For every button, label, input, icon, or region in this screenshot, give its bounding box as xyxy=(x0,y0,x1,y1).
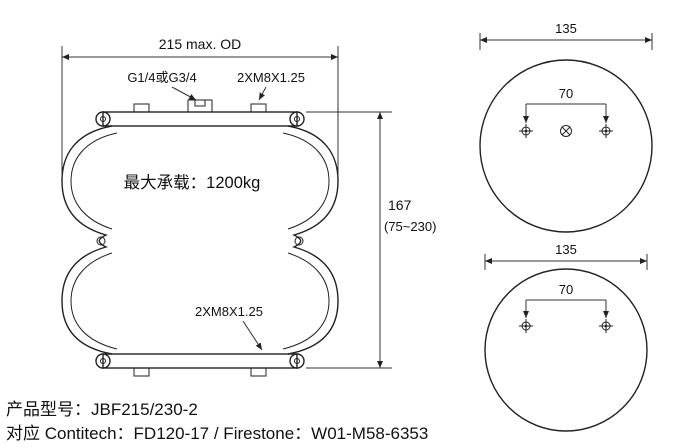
height-dimension-label: 167 xyxy=(388,197,412,213)
girdle-ring-right xyxy=(294,236,304,246)
top-bolt-callout: 2XM8X1.25 xyxy=(237,70,305,101)
bolt-spacing-label: 70 xyxy=(559,86,573,101)
center-mark-circle xyxy=(560,125,572,137)
girdle-ring-left xyxy=(96,236,106,246)
bottom-plate-body xyxy=(102,353,298,369)
diameter-label: 135 xyxy=(555,242,577,257)
bolt-spacing-label: 70 xyxy=(559,282,573,297)
bellows-inner-right-lower xyxy=(282,252,330,350)
bolt-spacing-dimension: 70 xyxy=(523,86,609,123)
bottom-plate-right-bead xyxy=(289,353,305,369)
top-plate xyxy=(95,99,305,127)
od-dimension: 215 max. OD xyxy=(61,36,339,174)
leader-arrow xyxy=(242,320,263,351)
bolt-hole-left xyxy=(519,319,533,333)
bottom-bolt-stud xyxy=(250,367,267,377)
top-bolt-stud xyxy=(250,103,267,113)
bottom-bolt-label: 2XM8X1.25 xyxy=(195,304,263,319)
center-port-mark xyxy=(560,125,572,137)
bellows-inner-right-upper xyxy=(282,132,330,230)
air-port-notch xyxy=(194,100,206,107)
load-capacity-label: 最大承载：1200kg xyxy=(124,173,261,192)
center-mark-cross xyxy=(561,126,571,136)
bottom-bolt-callout: 2XM8X1.25 xyxy=(195,304,263,351)
bellows-inner-left-lower xyxy=(70,252,118,350)
bolt-hole-right xyxy=(599,319,613,333)
od-dimension-label: 215 max. OD xyxy=(159,36,241,52)
cross-reference-text: 对应 Contitech：FD120-17 / Firestone：W01-M5… xyxy=(6,424,428,443)
bolt-hole-left xyxy=(519,124,533,138)
leader-arrow xyxy=(171,86,197,101)
bolt-hole-center-dot xyxy=(604,129,608,133)
bellows-outer-left xyxy=(61,125,113,355)
plate-outline-circle xyxy=(479,59,653,233)
top-view-lower: 135 70 xyxy=(484,242,648,432)
top-plate-left-bead-core xyxy=(100,116,106,122)
footer: 产品型号：JBF215/230-2 对应 Contitech：FD120-17 … xyxy=(6,400,428,443)
diameter-dimension: 135 xyxy=(479,21,653,50)
top-plate-right-bead-core xyxy=(294,116,300,122)
top-plate-body xyxy=(102,111,298,127)
top-bolt-stud xyxy=(133,103,150,113)
port-callout: G1/4或G3/4 xyxy=(127,70,197,101)
diameter-dimension: 135 xyxy=(484,242,648,270)
bottom-bolt-stud xyxy=(133,367,150,377)
side-section-view: 215 max. OD G1/4或G3/4 2XM8X1.25 xyxy=(61,36,436,377)
diameter-label: 135 xyxy=(555,21,577,36)
bellows-outer-right xyxy=(287,125,339,355)
bottom-plate-left-bead xyxy=(95,353,111,369)
height-dimension: 167 (75~230) xyxy=(306,111,436,369)
bottom-plate xyxy=(95,353,305,377)
plate-outline-circle xyxy=(484,268,648,432)
bellows-inner-left-upper xyxy=(70,132,118,230)
port-label: G1/4或G3/4 xyxy=(127,70,196,85)
bolt-hole-center-dot xyxy=(524,324,528,328)
top-bolt-label: 2XM8X1.25 xyxy=(237,70,305,85)
bottom-plate-left-bead-core xyxy=(100,358,106,364)
bottom-plate-right-bead-core xyxy=(294,358,300,364)
leader-arrow xyxy=(258,86,267,101)
bellows-body: 最大承载：1200kg xyxy=(61,125,339,355)
bolt-hole-center-dot xyxy=(604,324,608,328)
top-plate-left-bead xyxy=(95,111,111,127)
bolt-spacing-dimension: 70 xyxy=(523,282,609,318)
bolt-hole-right xyxy=(599,124,613,138)
top-plate-right-bead xyxy=(289,111,305,127)
bolt-hole-center-dot xyxy=(524,129,528,133)
product-model-text: 产品型号：JBF215/230-2 xyxy=(6,400,198,419)
height-range-label: (75~230) xyxy=(384,219,436,234)
top-view-upper: 135 70 xyxy=(479,21,653,233)
